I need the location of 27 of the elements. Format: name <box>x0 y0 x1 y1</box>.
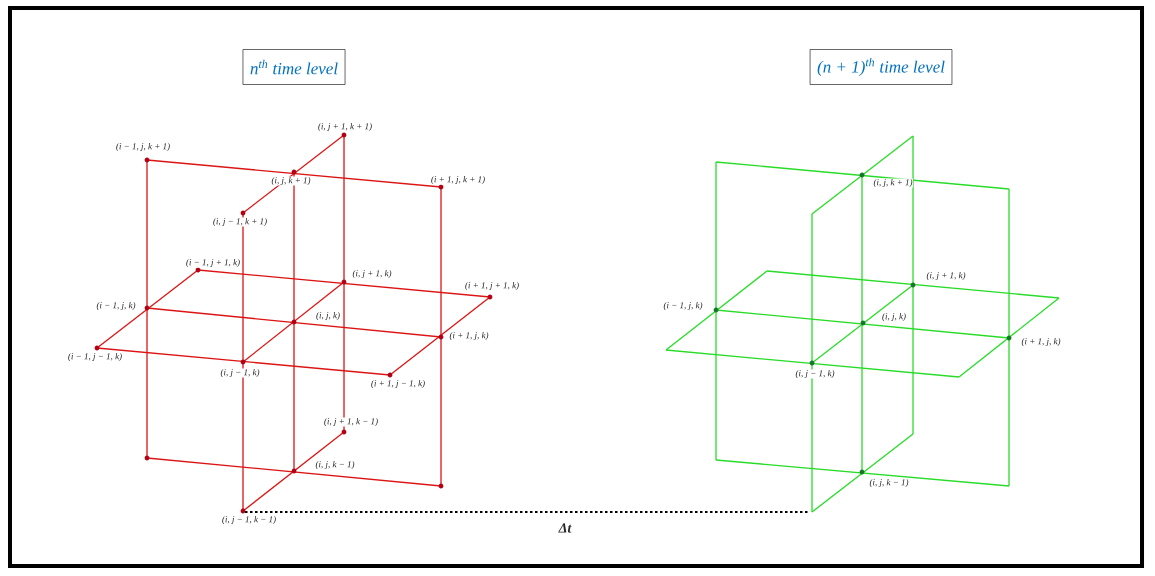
point-label: (i + 1, j, k + 1) <box>430 175 486 185</box>
point-label: (i, j, k) <box>881 312 907 322</box>
point-label: (i, j, k + 1) <box>873 178 914 188</box>
point-label: (i, j, k) <box>315 311 341 321</box>
title-box: (n + 1)$^{th}$ time level <box>809 49 953 85</box>
point-label: (i − 1, j, k) <box>95 301 137 311</box>
point-label: (i, j + 1, k + 1) <box>317 122 373 132</box>
point-label: (i + 1, j, k) <box>1021 337 1062 347</box>
point-label: (i, j, k − 1) <box>869 478 910 488</box>
point-label: (i − 1, j + 1, k) <box>185 258 241 268</box>
point-label: (i − 1, j, k) <box>663 301 704 311</box>
point-label: (i, j + 1, k) <box>926 271 967 281</box>
title-box: n$^{th}$ time level <box>242 49 346 85</box>
point-label: (i, j, k − 1) <box>315 460 356 470</box>
point-label: (i, j − 1, k) <box>219 368 261 378</box>
point-label: (i + 1, j + 1, k) <box>464 281 520 291</box>
point-label: (i − 1, j, k + 1) <box>115 142 171 152</box>
point-label: (i, j − 1, k − 1) <box>221 515 277 525</box>
interval-label: Δt <box>558 522 572 534</box>
point-label: (i, j + 1, k) <box>351 269 393 279</box>
point-label: (i + 1, j, k) <box>449 331 490 341</box>
point-label: (i − 1, j − 1, k) <box>67 352 123 362</box>
point-label: (i + 1, j − 1, k) <box>370 379 426 389</box>
point-label: (i, j, k + 1) <box>271 176 312 186</box>
point-label: (i, j − 1, k) <box>795 369 836 379</box>
point-label: (i, j − 1, k + 1) <box>212 217 268 227</box>
point-label: (i, j + 1, k − 1) <box>323 417 379 427</box>
